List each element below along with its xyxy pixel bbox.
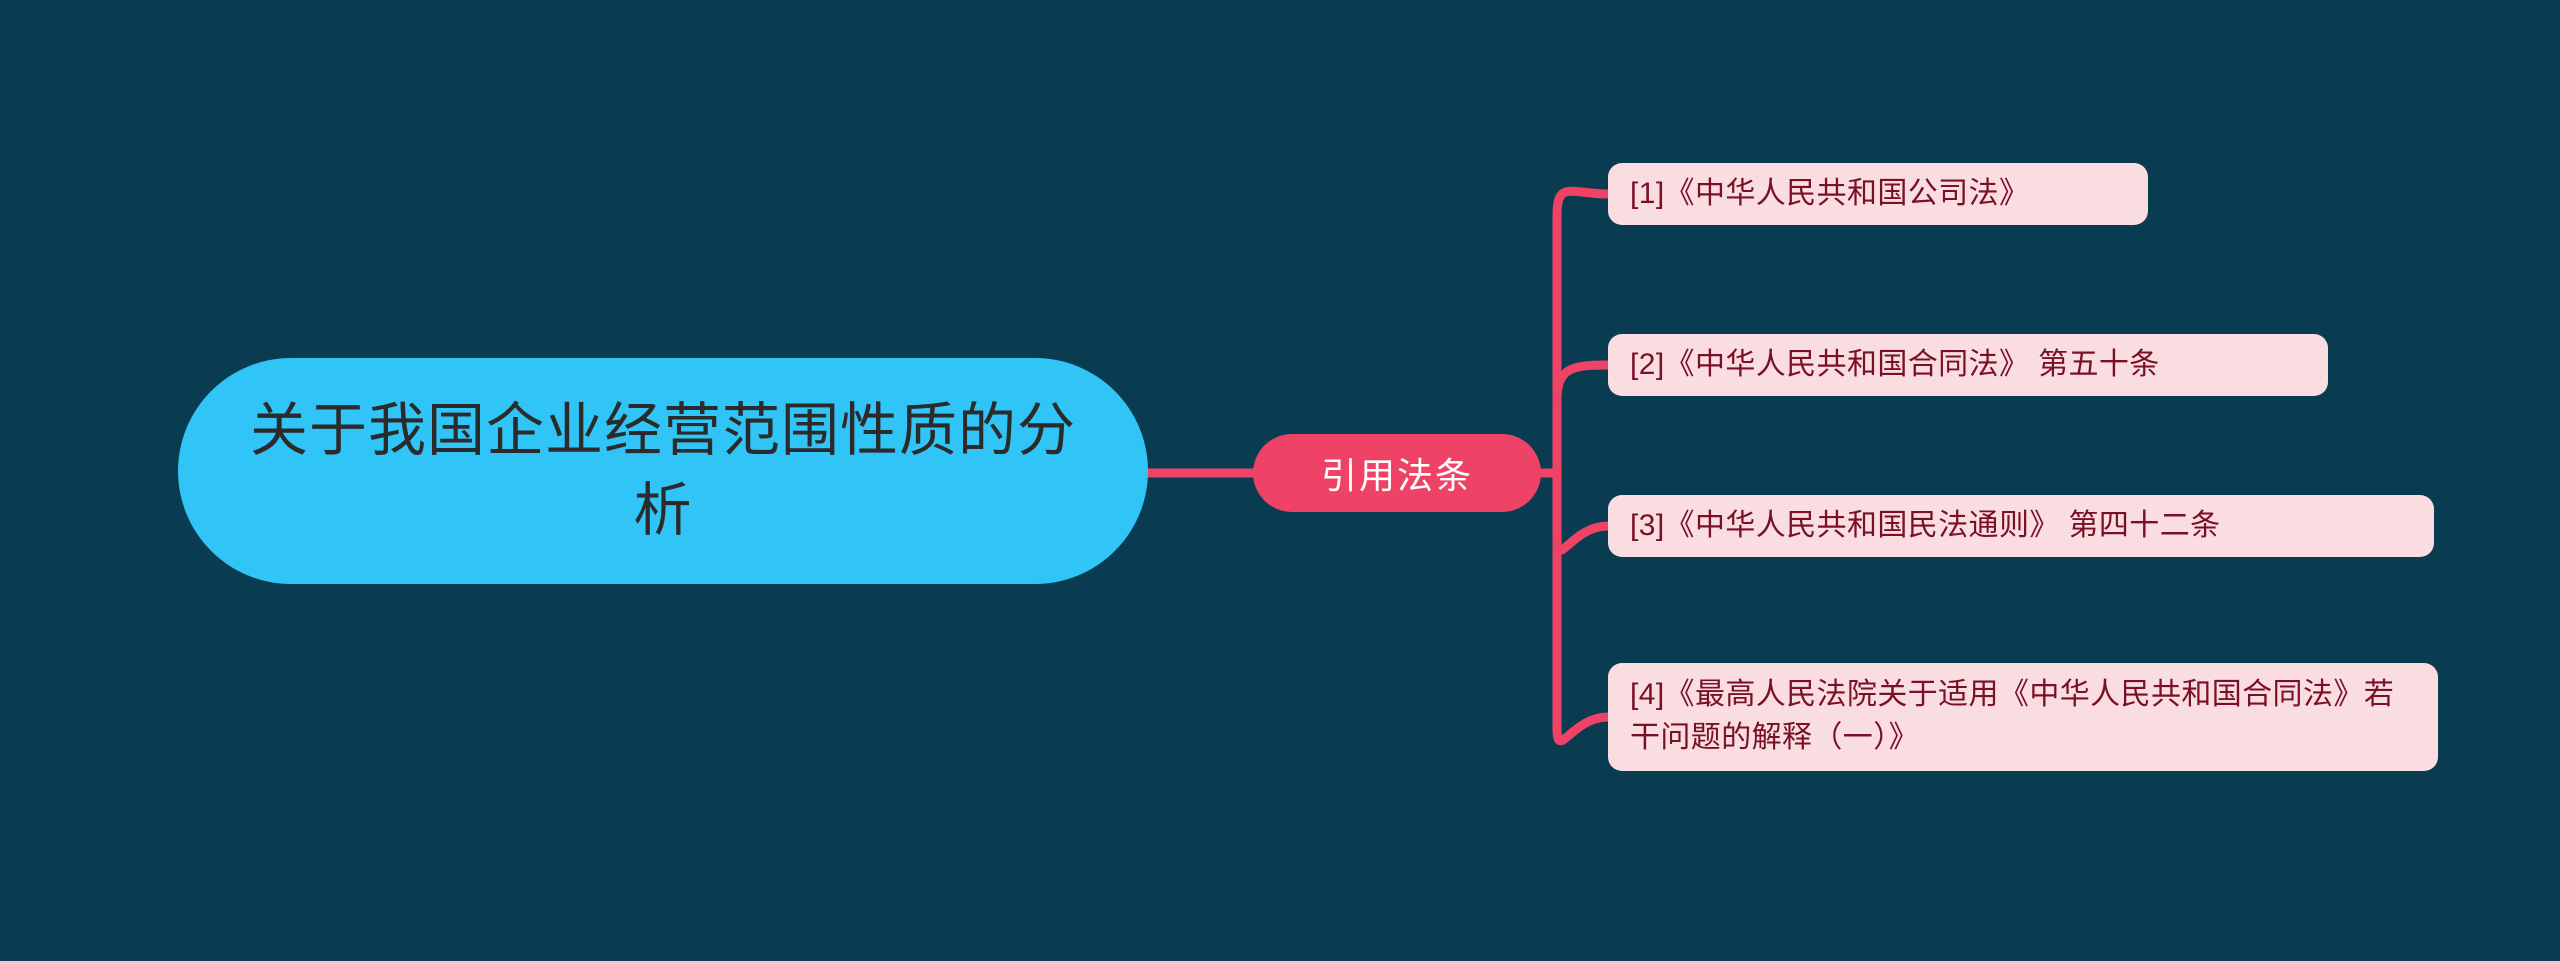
leaf-node-2[interactable]: [2]《中华人民共和国合同法》 第五十条 [1608,334,2328,396]
leaf-node-1-label: [1]《中华人民共和国公司法》 [1630,176,2030,210]
leaf-node-1[interactable]: [1]《中华人民共和国公司法》 [1608,163,2148,225]
edge-trunk-to-leaf-3 [1552,521,1613,555]
edge-trunk-to-leaf-1 [1552,186,1613,220]
edge-trunk-to-leaf-2 [1552,360,1613,405]
leaf-node-4-label: [4]《最高人民法院关于适用《中华人民共和国合同法》若干问题的解释（一）》 [1630,678,2395,754]
root-node-label: 关于我国企业经营范围性质的分析 [249,397,1076,543]
branch-node-label: 引用法条 [1320,455,1473,496]
branch-node-citations[interactable]: 引用法条 [1253,434,1541,512]
root-node[interactable]: 关于我国企业经营范围性质的分析 [178,358,1148,584]
leaf-node-2-label: [2]《中华人民共和国合同法》 第五十条 [1630,347,2160,381]
edge-trunk-to-leaf-4 [1552,712,1613,746]
leaf-node-3[interactable]: [3]《中华人民共和国民法通则》 第四十二条 [1608,495,2434,557]
leaf-node-4[interactable]: [4]《最高人民法院关于适用《中华人民共和国合同法》若干问题的解释（一）》 [1608,663,2438,771]
leaf-node-3-label: [3]《中华人民共和国民法通则》 第四十二条 [1630,508,2221,542]
